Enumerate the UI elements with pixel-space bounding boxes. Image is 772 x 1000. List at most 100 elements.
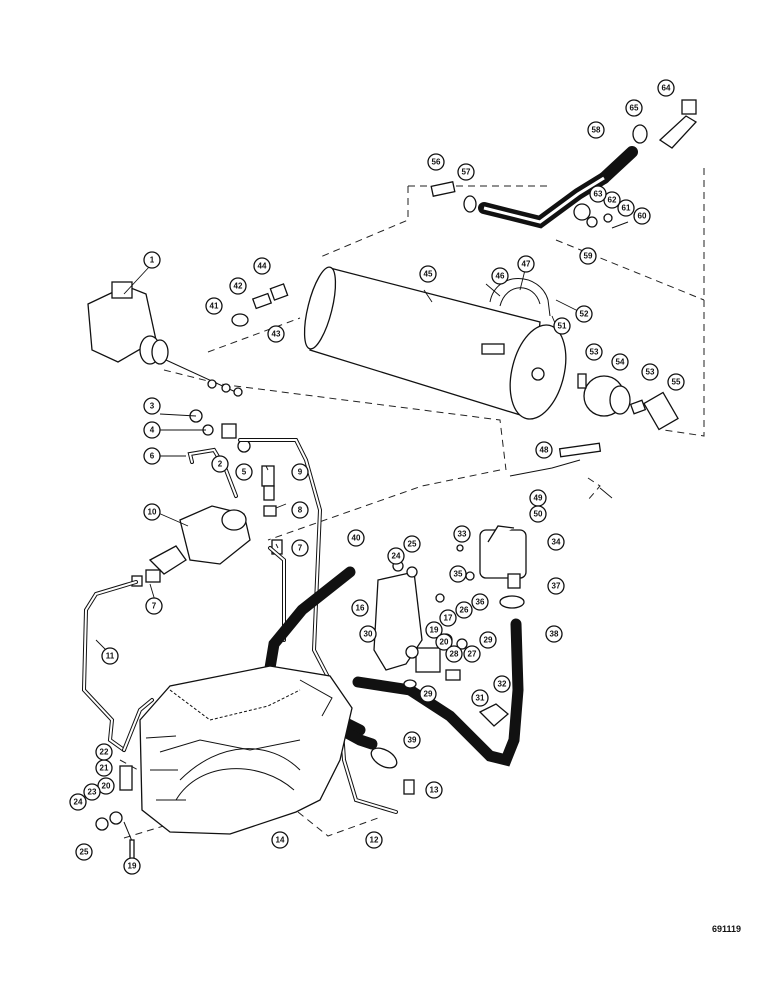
svg-text:29: 29 xyxy=(424,690,433,699)
callout-19-upper: 19 xyxy=(425,621,443,639)
svg-text:64: 64 xyxy=(662,84,671,93)
svg-text:19: 19 xyxy=(430,626,439,635)
callout-16: 16 xyxy=(351,599,369,617)
svg-text:49: 49 xyxy=(534,494,543,503)
svg-text:7: 7 xyxy=(298,544,303,553)
svg-text:42: 42 xyxy=(234,282,243,291)
callout-30: 30 xyxy=(359,625,377,643)
callout-44: 44 xyxy=(253,257,271,275)
callout-19-lower: 19 xyxy=(123,857,141,875)
svg-text:31: 31 xyxy=(476,694,485,703)
svg-text:51: 51 xyxy=(558,322,567,331)
callout-5: 5 xyxy=(235,463,253,481)
svg-text:8: 8 xyxy=(298,506,303,515)
svg-text:12: 12 xyxy=(370,836,379,845)
lower-bolt-stack xyxy=(95,765,135,861)
figure-number: 691119 xyxy=(712,924,742,934)
callout-43: 43 xyxy=(267,325,285,343)
svg-text:23: 23 xyxy=(88,788,97,797)
svg-text:11: 11 xyxy=(106,652,115,661)
svg-text:58: 58 xyxy=(592,126,601,135)
svg-text:61: 61 xyxy=(622,204,631,213)
callout-37-lower: 37 xyxy=(547,577,565,595)
svg-text:29: 29 xyxy=(484,636,493,645)
svg-text:4: 4 xyxy=(150,426,155,435)
svg-text:13: 13 xyxy=(430,786,439,795)
callout-12: 12 xyxy=(365,831,383,849)
svg-text:54: 54 xyxy=(616,358,625,367)
callout-67: 67 xyxy=(608,212,617,221)
svg-text:65: 65 xyxy=(630,104,639,113)
bracket-assembly xyxy=(373,560,510,727)
svg-text:47: 47 xyxy=(522,260,531,269)
callout-7-lower: 7 xyxy=(145,597,163,615)
svg-text:27: 27 xyxy=(468,650,477,659)
callout-labels: 1 3 4 2 5 6 7 8 9 10 11 7 12 13 14 19 20… xyxy=(69,79,685,875)
svg-text:46: 46 xyxy=(496,272,505,281)
callout-58: 58 xyxy=(587,121,605,139)
svg-text:55: 55 xyxy=(672,378,681,387)
callout-29-right: 29 xyxy=(479,631,497,649)
callout-45: 45 xyxy=(419,265,437,283)
svg-text:39: 39 xyxy=(408,736,417,745)
callout-3: 3 xyxy=(143,397,161,415)
svg-text:56: 56 xyxy=(432,158,441,167)
svg-text:50: 50 xyxy=(534,510,543,519)
callout-36: 36 xyxy=(471,593,489,611)
tubing xyxy=(81,438,398,814)
svg-text:19: 19 xyxy=(128,862,137,871)
svg-text:24: 24 xyxy=(74,798,83,807)
callout-57: 57 xyxy=(457,163,475,181)
callout-13: 13 xyxy=(425,781,443,799)
callout-38: 38 xyxy=(545,625,563,643)
callout-24-upper: 24 xyxy=(387,547,405,565)
svg-text:25: 25 xyxy=(80,848,89,857)
svg-text:2: 2 xyxy=(218,460,223,469)
svg-text:5: 5 xyxy=(242,468,247,477)
callout-9: 9 xyxy=(291,463,309,481)
svg-text:36: 36 xyxy=(476,598,485,607)
callout-55: 55 xyxy=(667,373,685,391)
callout-52: 52 xyxy=(575,305,593,323)
svg-text:53: 53 xyxy=(646,368,655,377)
callout-59: 59 xyxy=(579,247,597,265)
svg-text:6: 6 xyxy=(150,452,155,461)
svg-text:22: 22 xyxy=(100,748,109,757)
valve-assembly xyxy=(131,409,283,587)
fitting-group-upper xyxy=(207,283,289,397)
svg-text:21: 21 xyxy=(100,764,109,773)
svg-text:34: 34 xyxy=(552,538,561,547)
callout-40: 40 xyxy=(347,529,365,547)
svg-text:20: 20 xyxy=(102,782,111,791)
callout-46: 46 xyxy=(491,267,509,285)
callout-17: 17 xyxy=(439,609,457,627)
callout-49: 49 xyxy=(529,489,547,507)
svg-text:41: 41 xyxy=(210,302,219,311)
callout-29-lower: 29 xyxy=(419,685,437,703)
svg-text:30: 30 xyxy=(364,630,373,639)
svg-text:24: 24 xyxy=(392,552,401,561)
callout-18: 18 xyxy=(356,604,365,613)
callout-54: 54 xyxy=(611,353,629,371)
upper-tube-assembly xyxy=(430,99,698,229)
cylinder-tank xyxy=(303,266,602,477)
callout-24-lower: 24 xyxy=(69,793,87,811)
callout-8: 8 xyxy=(291,501,309,519)
callout-39: 39 xyxy=(403,731,421,749)
callout-4: 4 xyxy=(143,421,161,439)
callout-32: 32 xyxy=(493,675,511,693)
callout-25-upper: 25 xyxy=(403,535,421,553)
svg-text:35: 35 xyxy=(454,570,463,579)
svg-text:45: 45 xyxy=(424,270,433,279)
svg-text:9: 9 xyxy=(298,468,303,477)
callout-41: 41 xyxy=(205,297,223,315)
gearbox-housing xyxy=(139,665,415,835)
svg-text:32: 32 xyxy=(498,680,507,689)
assembly-lines xyxy=(119,168,705,839)
svg-text:25: 25 xyxy=(408,540,417,549)
svg-text:20: 20 xyxy=(440,638,449,647)
callout-65: 65 xyxy=(625,99,643,117)
svg-text:40: 40 xyxy=(352,534,361,543)
callout-64: 64 xyxy=(657,79,675,97)
